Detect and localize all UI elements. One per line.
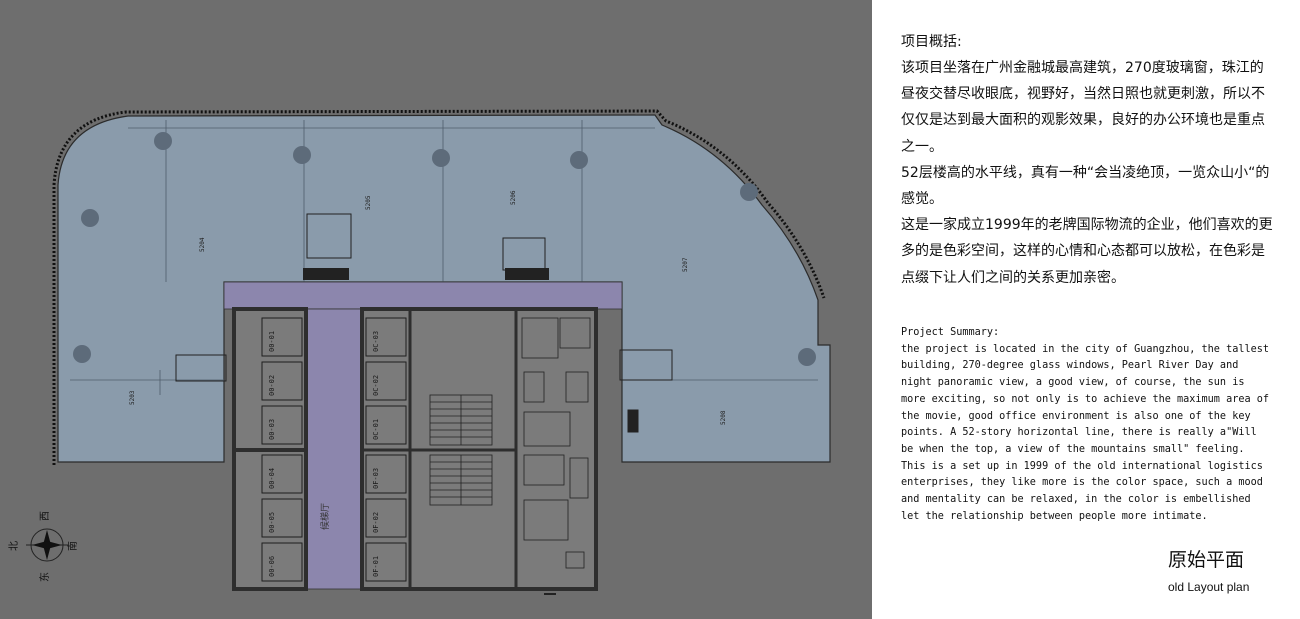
column (81, 209, 99, 227)
unit-label: 00-03 (268, 419, 276, 440)
unit-label: 0F-03 (372, 468, 380, 489)
compass-west-label: 西 (40, 511, 51, 521)
compass-north-label: 北 (8, 541, 20, 551)
lift-lobby (305, 308, 363, 590)
compass-east-label: 东 (38, 572, 51, 582)
core-washrooms (521, 317, 591, 569)
summary-en: Project Summary: the project is located … (901, 325, 1273, 525)
structural-columns (73, 132, 816, 366)
summary-paragraph-zh: 该项目坐落在广州金融城最高建筑，270度玻璃窗，珠江的昼夜交替尽收眼底，视野好，… (901, 60, 1265, 155)
description-panel: 项目概括: 该项目坐落在广州金融城最高建筑，270度玻璃窗，珠江的昼夜交替尽收眼… (872, 0, 1300, 619)
summary-body-zh: 该项目坐落在广州金融城最高建筑，270度玻璃窗，珠江的昼夜交替尽收眼底，视野好，… (901, 55, 1273, 291)
office-floor-plate (57, 114, 831, 463)
summary-body-en: the project is located in the city of Gu… (901, 343, 1270, 522)
column (740, 183, 758, 201)
left-units (261, 317, 303, 582)
column (73, 345, 91, 363)
summary-paragraph-zh: 52层楼高的水平线，真有一种“会当凌绝顶，一览众山小“的感觉。 (901, 164, 1270, 208)
summary-heading-zh: 项目概括: (901, 34, 962, 50)
unit-label: 0C-03 (372, 331, 380, 352)
unit-label: 0C-02 (372, 375, 380, 396)
unit-label: 00-04 (268, 468, 276, 489)
unit-label: 00-06 (268, 556, 276, 577)
compass-south-label: 南 (66, 541, 79, 551)
column (432, 149, 450, 167)
stairs (429, 394, 493, 506)
curtain-wall-outline (52, 109, 826, 465)
room-label: 5204 (199, 237, 206, 252)
core-corridor (223, 281, 623, 310)
plan-title-en: old Layout plan (1168, 580, 1250, 594)
summary-heading-en: Project Summary: (901, 327, 1000, 338)
room-label: 5206 (510, 190, 517, 205)
column (293, 146, 311, 164)
column (798, 348, 816, 366)
floor-plan-panel: 5203 5204 5205 5206 5207 5208 候梯厅 00-01 … (0, 0, 872, 619)
unit-label: 0F-02 (372, 512, 380, 533)
room-label: 5203 (129, 390, 136, 405)
plan-title-zh: 原始平面 (1168, 549, 1245, 571)
structural-lines (70, 120, 818, 395)
unit-label: 00-02 (268, 375, 276, 396)
column (570, 151, 588, 169)
wall-blocks (303, 268, 549, 280)
room-label: 5205 (365, 195, 372, 210)
compass-icon (26, 528, 68, 562)
unit-label: 00-01 (268, 331, 276, 352)
floor-plan-drawing: 5203 5204 5205 5206 5207 5208 候梯厅 00-01 … (8, 109, 831, 595)
room-label: 5207 (682, 257, 689, 272)
column (154, 132, 172, 150)
summary-paragraph-zh: 这是一家成立1999年的老牌国际物流的企业，他们喜欢的更多的是色彩空间，这样的心… (901, 217, 1273, 286)
unit-label: 0C-01 (372, 419, 380, 440)
lift-lobby-label: 候梯厅 (319, 503, 331, 530)
right-units (365, 317, 407, 582)
unit-label: 0F-01 (372, 556, 380, 577)
room-label: 5208 (720, 410, 727, 425)
unit-label: 00-05 (268, 512, 276, 533)
